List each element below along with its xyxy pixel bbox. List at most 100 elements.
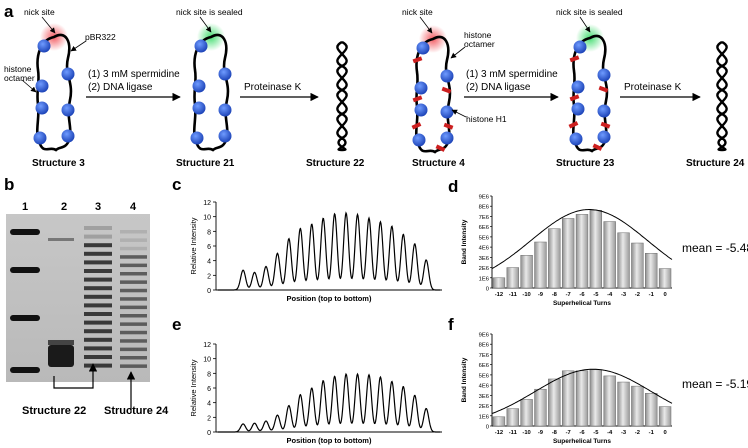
structure-23-label: Structure 23 xyxy=(556,158,615,169)
x-tick-label: -2 xyxy=(635,430,640,436)
histogram-bar xyxy=(534,388,547,427)
y-tick-label: 5E6 xyxy=(479,235,489,241)
x-tick-label: -4 xyxy=(607,430,613,436)
histone-h1-marks xyxy=(411,56,454,152)
histogram-bar xyxy=(520,399,533,427)
lane3-band xyxy=(84,243,112,248)
gaussian-fit xyxy=(491,209,673,270)
step-spermidine: (1) 3 mM spermidine xyxy=(88,69,180,80)
lane3-band xyxy=(84,286,112,291)
step-spermidine-2: (1) 3 mM spermidine xyxy=(466,69,558,80)
histogram-bar xyxy=(617,381,630,427)
x-tick-label: -6 xyxy=(579,430,585,436)
lane3-band xyxy=(84,251,112,256)
histogram-bar xyxy=(603,375,616,427)
y-tick-label: 0 xyxy=(486,287,489,293)
x-tick-label: 0 xyxy=(663,430,666,436)
y-tick-label: 8 xyxy=(207,229,211,236)
intensity-trace xyxy=(218,211,440,291)
gel-label-structure-22: Structure 22 xyxy=(22,405,86,417)
gel-bands xyxy=(10,226,147,373)
histogram-bar xyxy=(506,408,519,427)
bracket-structure-22 xyxy=(53,363,98,389)
lane4-band xyxy=(120,263,147,268)
gel-panel: 1 2 3 4 Structure 22 Structure 24 xyxy=(6,201,169,417)
structure-21-diagram: nick site is sealed Structure 21 xyxy=(176,7,243,169)
lane3-band xyxy=(84,269,112,273)
x-tick-label: -11 xyxy=(509,430,518,436)
y-axis-label: Band Intensity xyxy=(461,357,468,402)
y-tick-label: 3E6 xyxy=(479,256,489,262)
x-tick-label: -7 xyxy=(566,292,571,298)
y-tick-label: 8E6 xyxy=(479,205,489,211)
y-axis-label: Relative Intensity xyxy=(189,217,198,274)
structure-21-label: Structure 21 xyxy=(176,158,235,169)
histogram-bar xyxy=(617,232,630,289)
histogram-bar xyxy=(534,241,547,289)
reaction-arrow-2: Proteinase K xyxy=(240,82,319,102)
ladder-band xyxy=(10,315,40,321)
lane4-band xyxy=(120,364,147,368)
y-tick-label: 0 xyxy=(207,288,211,295)
mean-label: mean = -5.19 xyxy=(682,377,748,391)
x-tick-label: -1 xyxy=(649,430,655,436)
step-ligase: (2) DNA ligase xyxy=(88,82,153,93)
x-tick-label: -9 xyxy=(538,430,544,436)
x-tick-label: -12 xyxy=(495,292,503,298)
x-axis-label: Position (top to bottom) xyxy=(287,436,372,445)
lane3-band xyxy=(84,337,112,342)
histogram-bar xyxy=(631,385,644,427)
label-nick-site-2: nick site xyxy=(402,7,433,17)
y-tick-label: 5E6 xyxy=(479,373,489,379)
structure-3-label: Structure 3 xyxy=(32,158,85,169)
histogram-bar xyxy=(575,214,589,289)
y-tick-label: 9E6 xyxy=(479,333,489,339)
histogram-bar xyxy=(645,393,658,427)
structure-22-label: Structure 22 xyxy=(306,158,365,169)
histogram-bar xyxy=(589,210,603,289)
lane3-band xyxy=(84,312,112,316)
step-proteinase-1: Proteinase K xyxy=(244,82,302,93)
y-tick-label: 7E6 xyxy=(479,215,489,221)
reaction-arrow-3: (1) 3 mM spermidine (2) DNA ligase xyxy=(464,69,559,102)
lane4-band xyxy=(120,314,147,318)
structure-24-diagram: Structure 24 xyxy=(686,40,745,169)
y-tick-label: 2 xyxy=(207,415,211,422)
panel-letter-c: c xyxy=(172,175,181,194)
y-tick-label: 10 xyxy=(203,357,211,364)
lane3-band xyxy=(84,260,112,265)
structure-22-diagram: Structure 22 xyxy=(306,40,365,169)
y-tick-label: 2 xyxy=(207,273,211,280)
y-tick-label: 2E6 xyxy=(479,266,489,272)
lane-label-2: 2 xyxy=(61,201,67,213)
lane4-band xyxy=(120,255,147,259)
step-ligase-2: (2) DNA ligase xyxy=(466,82,531,93)
x-axis-label: Position (top to bottom) xyxy=(287,294,372,303)
reaction-arrow-4: Proteinase K xyxy=(620,82,701,102)
lane3-band xyxy=(84,329,112,334)
lane4-band xyxy=(120,356,147,360)
lane3-band xyxy=(84,277,112,282)
lane-label-4: 4 xyxy=(130,201,137,213)
x-tick-label: -9 xyxy=(538,292,544,298)
histogram-bar xyxy=(561,218,575,289)
x-axis-label: Superhelical Turns xyxy=(553,300,611,307)
label-histone-octamer: histone octamer xyxy=(4,64,35,83)
y-axis-label: Band Intensity xyxy=(461,219,468,264)
panel-letter-d: d xyxy=(448,177,458,196)
histogram-bar xyxy=(561,370,575,427)
x-tick-label: -2 xyxy=(635,292,640,298)
structure-24-label: Structure 24 xyxy=(686,158,745,169)
histogram-bar xyxy=(492,416,506,427)
lane4-band xyxy=(120,280,147,284)
lane-label-1: 1 xyxy=(22,201,28,213)
gaussian-fit xyxy=(491,368,673,414)
lane2-band xyxy=(48,238,74,241)
lane4-band xyxy=(120,339,147,343)
lane2-band xyxy=(48,340,74,345)
lane4-band xyxy=(120,347,147,352)
